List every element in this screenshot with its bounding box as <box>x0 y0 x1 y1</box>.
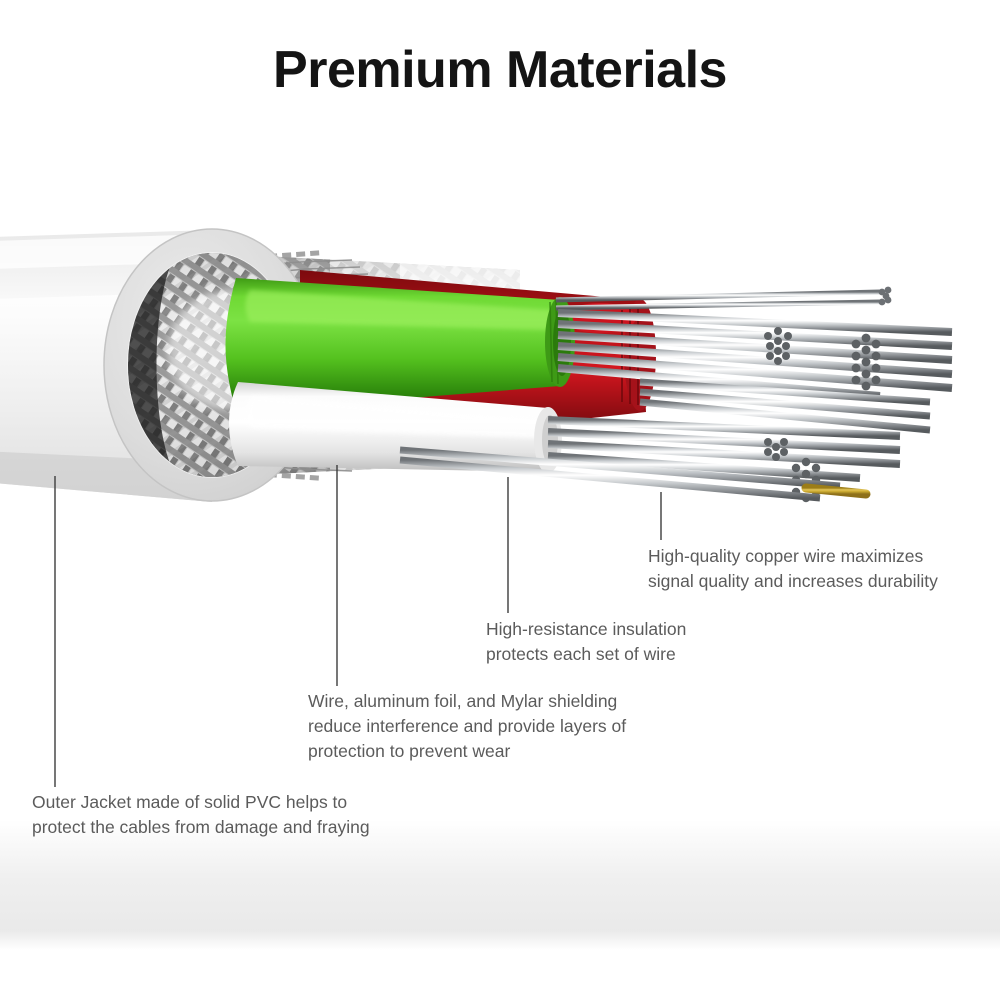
callout-outer-jacket: Outer Jacket made of solid PVC helps to … <box>32 792 370 837</box>
callout-copper-wire: High-quality copper wire maximizes signa… <box>648 546 938 591</box>
cable-cutaway-svg <box>0 228 953 503</box>
gold-copper-strand <box>801 483 871 499</box>
copper-strand-bundle-lower <box>547 416 901 503</box>
page-title: Premium Materials <box>273 41 727 99</box>
copper-strand-bundle-upper <box>557 309 953 400</box>
green-insulated-wire <box>225 278 575 412</box>
callout-high-resistance-insulation: High-resistance insulation protects each… <box>486 619 687 664</box>
white-insulated-wire <box>229 382 562 473</box>
cable-illustration <box>0 150 1000 570</box>
copper-strand-bundle-longrun <box>399 446 841 502</box>
callout-shielding: Wire, aluminum foil, and Mylar shielding… <box>308 691 627 761</box>
copper-strand-bundle-top <box>555 286 892 311</box>
strand-cross-section-mid <box>764 327 792 365</box>
strand-cross-section-lower-mid <box>764 438 788 461</box>
strand-cross-section-right <box>851 333 881 391</box>
copper-strand-bundle-middle <box>639 378 931 434</box>
